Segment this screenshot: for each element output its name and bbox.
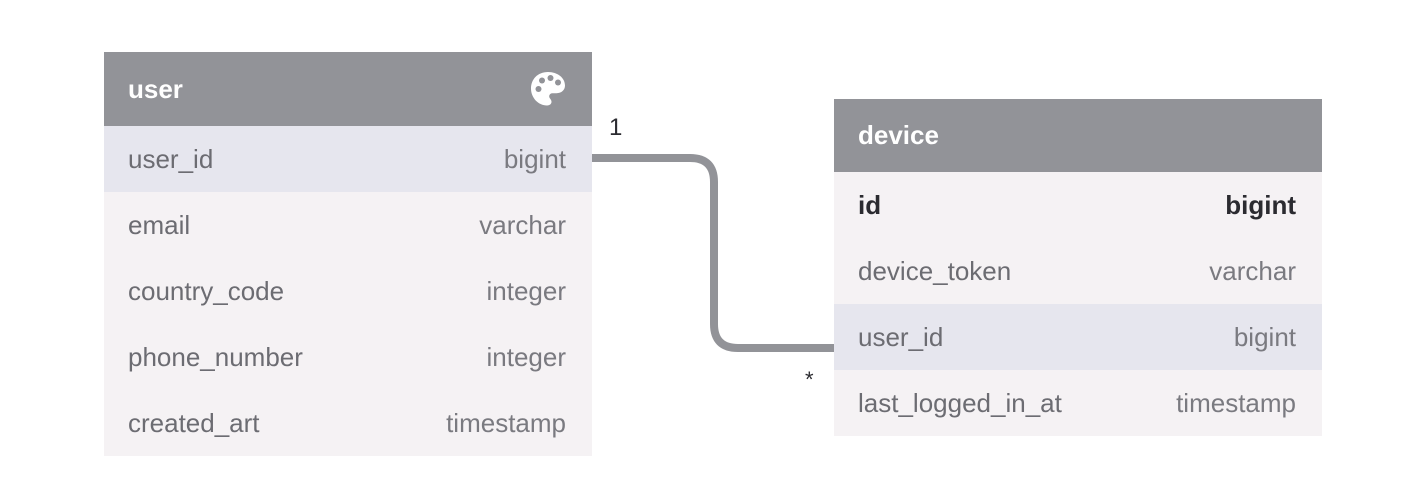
table-device-row-user-id[interactable]: user_id bigint (834, 304, 1322, 370)
column-type: bigint (503, 143, 566, 174)
column-name: country_code (128, 275, 285, 306)
table-device[interactable]: device id bigint device_token varchar us… (834, 99, 1322, 436)
table-device-row-last-logged-in-at[interactable]: last_logged_in_at timestamp (834, 370, 1322, 436)
column-name: device_token (858, 255, 1012, 286)
table-user-row-email[interactable]: email varchar (104, 192, 592, 258)
column-name: user_id (858, 321, 944, 352)
column-name: user_id (128, 143, 214, 174)
column-name: phone_number (128, 341, 303, 372)
column-type: bigint (1225, 189, 1296, 220)
table-user-row-country-code[interactable]: country_code integer (104, 258, 592, 324)
column-type: varchar (1209, 255, 1296, 286)
table-user-title: user (128, 73, 183, 104)
table-device-header[interactable]: device (834, 99, 1322, 172)
table-device-row-device-token[interactable]: device_token varchar (834, 238, 1322, 304)
column-type: timestamp (446, 407, 566, 438)
relationship-line (592, 154, 834, 352)
table-device-title: device (858, 120, 939, 150)
column-type: timestamp (1176, 387, 1296, 418)
table-user-header[interactable]: user (104, 52, 592, 126)
palette-icon[interactable] (528, 69, 568, 109)
table-user-row-phone-number[interactable]: phone_number integer (104, 324, 592, 390)
column-type: bigint (1233, 321, 1296, 352)
column-type: varchar (479, 209, 566, 240)
column-name: email (128, 209, 191, 240)
cardinality-many-label: * (805, 367, 814, 392)
column-name: created_art (128, 407, 260, 438)
column-type: integer (486, 275, 567, 306)
table-user-row-user-id[interactable]: user_id bigint (104, 126, 592, 192)
table-user-row-created-art[interactable]: created_art timestamp (104, 390, 592, 456)
column-name: last_logged_in_at (858, 387, 1062, 418)
column-type: integer (486, 341, 567, 372)
cardinality-one-label: 1 (609, 114, 623, 141)
table-user[interactable]: user user_id bigint email varchar countr… (104, 52, 592, 456)
table-device-row-id[interactable]: id bigint (834, 172, 1322, 238)
column-name: id (858, 189, 882, 220)
